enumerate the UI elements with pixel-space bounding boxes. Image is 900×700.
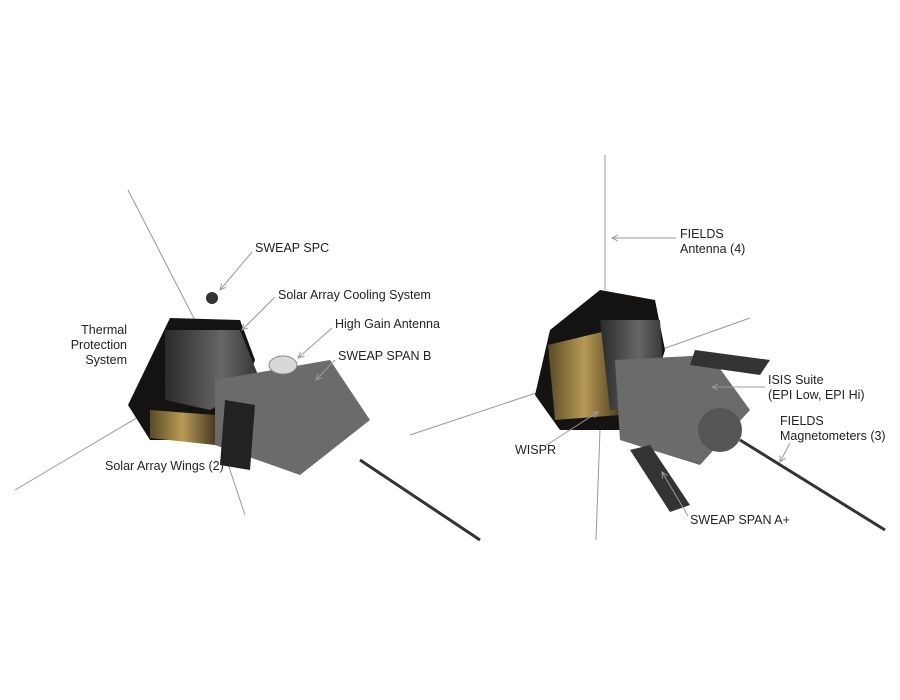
magnetometer-boom xyxy=(739,438,886,532)
right-spacecraft xyxy=(409,155,886,541)
left-spacecraft xyxy=(14,189,481,542)
label-high-gain-antenna: High Gain Antenna xyxy=(335,317,440,331)
label-fields-magnetometers: FIELDS Magnetometers (3) xyxy=(780,414,886,444)
label-sweap-span-b: SWEAP SPAN B xyxy=(338,349,432,363)
antenna-boom xyxy=(14,409,151,491)
leader-span-a xyxy=(662,472,689,517)
label-line: (EPI Low, EPI Hi) xyxy=(768,388,865,402)
label-line: Protection xyxy=(70,338,127,352)
leader-cooling xyxy=(242,296,276,330)
label-line: FIELDS xyxy=(680,227,724,241)
leader-sweap-spc xyxy=(220,251,253,290)
label-line: ISIS Suite xyxy=(768,373,824,387)
label-wispr: WISPR xyxy=(515,443,556,457)
label-cooling-system: Solar Array Cooling System xyxy=(278,288,431,302)
label-line: Thermal xyxy=(81,323,127,337)
label-solar-array-wings: Solar Array Wings (2) xyxy=(105,459,224,473)
label-isis-suite: ISIS Suite (EPI Low, EPI Hi) xyxy=(768,373,865,403)
high-gain-antenna-dish xyxy=(268,355,298,375)
sweap-spc-cup xyxy=(206,292,218,304)
antenna-boom xyxy=(127,189,201,331)
label-line: FIELDS xyxy=(780,414,824,428)
label-sweap-spc: SWEAP SPC xyxy=(255,241,330,255)
gold-shield-edge xyxy=(150,410,215,445)
label-line: Antenna (4) xyxy=(680,242,746,256)
fields-antenna xyxy=(409,389,546,436)
leader-lines xyxy=(220,238,791,517)
solar-array-wing xyxy=(220,400,255,470)
magnetometer-boom xyxy=(359,458,481,542)
leader-wispr xyxy=(544,412,598,447)
solar-array-wing xyxy=(630,445,690,512)
fields-antenna xyxy=(659,317,751,351)
label-fields-antenna: FIELDS Antenna (4) xyxy=(680,227,745,257)
leader-magnetometers xyxy=(780,442,791,462)
label-thermal-protection-system: Thermal Protection System xyxy=(47,323,127,368)
shield-back-face xyxy=(548,330,620,420)
leader-hga xyxy=(298,327,333,358)
label-line: Magnetometers (3) xyxy=(780,429,886,443)
spacecraft-bus xyxy=(215,360,370,475)
label-line: System xyxy=(85,353,127,367)
solar-array-wing xyxy=(690,350,770,375)
leader-span-b xyxy=(316,359,336,380)
isis-suite xyxy=(698,408,742,452)
label-sweap-span-a: SWEAP SPAN A+ xyxy=(690,513,790,527)
fields-antenna xyxy=(595,429,601,541)
